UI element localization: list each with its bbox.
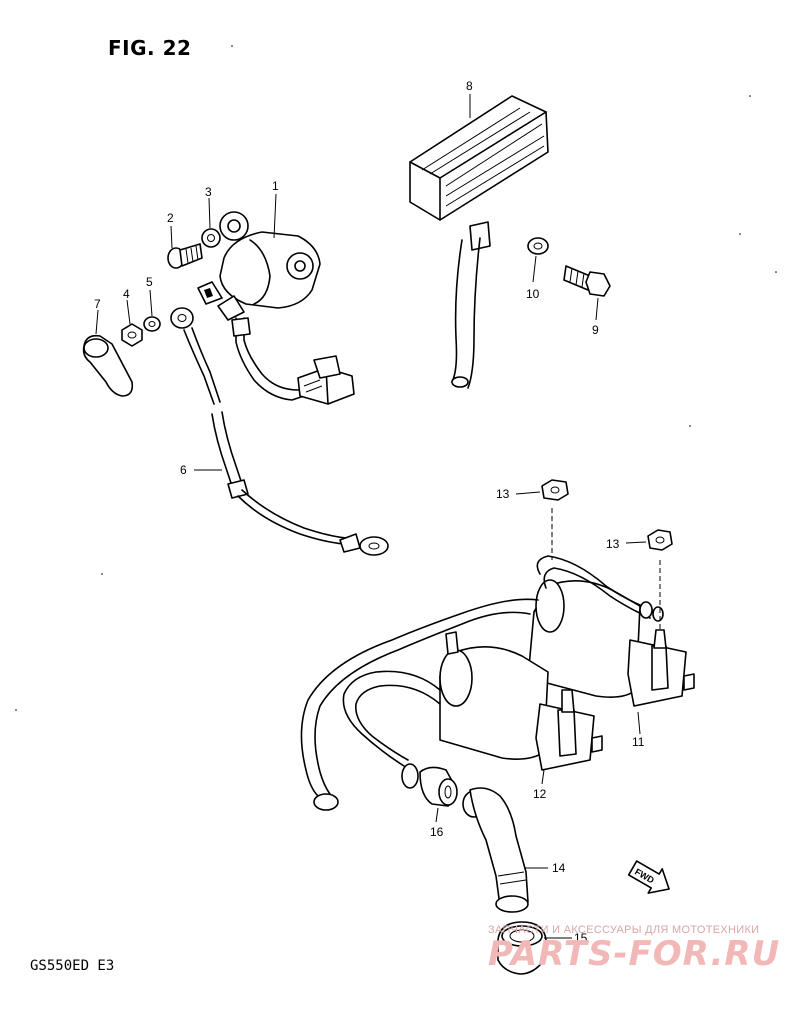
part-5-washer: [143, 316, 161, 332]
callout-13b: 13: [606, 537, 620, 551]
part-12-ignition-coil: [439, 631, 603, 771]
part-10-washer: [527, 237, 549, 255]
relay-lead-wire: [231, 317, 305, 401]
callout-9: 9: [592, 323, 599, 337]
callout-14: 14: [552, 861, 566, 875]
callout-16: 16: [430, 825, 444, 839]
part-8-regulator-rectifier: [409, 95, 549, 389]
callout-5: 5: [146, 275, 153, 289]
callout-8: 8: [466, 79, 473, 93]
callout-6: 6: [180, 463, 187, 477]
part-7-rubber-boot: [82, 334, 134, 397]
callout-7: 7: [94, 297, 101, 311]
part-15-cap: [497, 921, 547, 975]
part-1-starter-relay: [197, 211, 321, 321]
part-14-spark-plug-cap: [462, 787, 529, 913]
callout-2: 2: [167, 211, 174, 225]
part-16-plug-cap-seal: [401, 763, 458, 807]
leader-lines: [95, 94, 647, 939]
part-9-bolt: [563, 265, 611, 297]
callout-13a: 13: [496, 487, 510, 501]
part-3-washer: [201, 228, 221, 248]
callout-15: 15: [574, 931, 588, 945]
callout-12: 12: [533, 787, 547, 801]
callout-3: 3: [205, 185, 212, 199]
watermark: ЗАПЧАСТИ И АКСЕССУАРЫ ДЛЯ МОТОТЕХНИКИ PA…: [488, 924, 788, 974]
part-2-screw: [167, 243, 203, 269]
scan-specks: [15, 45, 777, 711]
part-6-relay-lead: [170, 307, 389, 556]
watermark-tagline: ЗАПЧАСТИ И АКСЕССУАРЫ ДЛЯ МОТОТЕХНИКИ: [488, 924, 760, 936]
callout-11: 11: [632, 735, 645, 749]
part-13-nut-a: [541, 479, 569, 560]
callout-10: 10: [526, 287, 540, 301]
part-4-nut: [121, 323, 143, 347]
watermark-brand: PARTS-FOR.RU: [488, 934, 781, 974]
part-11-ignition-coil: [527, 579, 695, 707]
callout-4: 4: [123, 287, 130, 301]
high-tension-leads: [300, 555, 664, 811]
model-code: GS550ED E3: [30, 958, 115, 974]
part-13-nut-b: [647, 529, 673, 630]
relay-coupler: [297, 355, 355, 405]
figure-title: FIG. 22: [108, 36, 192, 60]
fwd-arrow: FWD: [627, 860, 670, 894]
callout-numbers: 1 2 3 4 5 6 7 8 9 10 11 12 13 13 14 15 1…: [94, 79, 645, 945]
callout-1: 1: [272, 179, 279, 193]
